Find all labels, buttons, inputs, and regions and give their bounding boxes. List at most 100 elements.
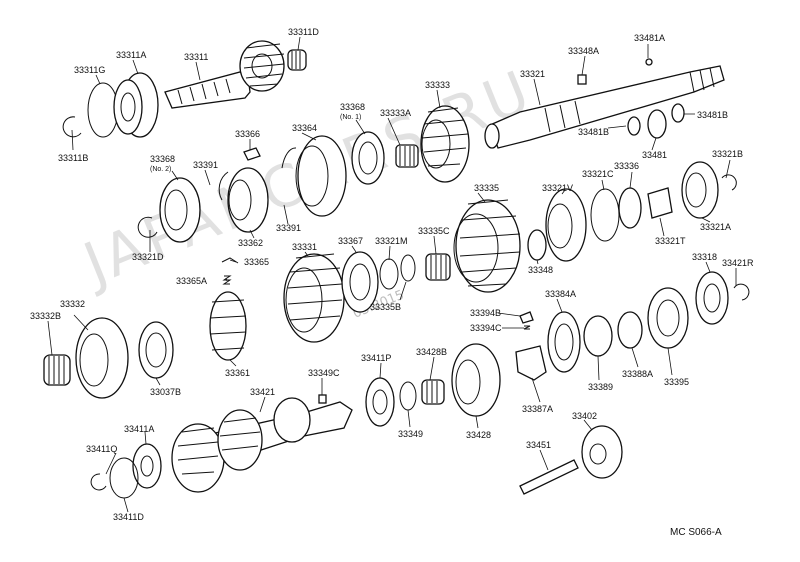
label-33311b: 33311B <box>58 153 88 163</box>
needle-bearing-33311d <box>287 49 307 71</box>
ring-33335b <box>400 254 416 282</box>
label-33388a: 33388A <box>622 369 653 379</box>
label-33321v: 33321V <box>542 183 573 193</box>
input-shaft-assembly <box>62 40 307 138</box>
label-33348a: 33348A <box>568 46 599 56</box>
second-gear-group <box>283 251 451 343</box>
label-33321d: 33321D <box>132 252 164 262</box>
label-33332b: 33332B <box>30 311 61 321</box>
input-shaft-33311 <box>164 71 251 109</box>
label-33336: 33336 <box>614 161 639 171</box>
label-33335: 33335 <box>474 183 499 193</box>
label-33481b-lower: 33481B <box>578 127 609 137</box>
label-33411d: 33411D <box>113 512 144 522</box>
label-33321c: 33321C <box>582 169 614 179</box>
bearing-33321a <box>681 161 719 219</box>
gear-33333 <box>420 105 470 183</box>
leader-lines <box>47 36 737 513</box>
label-33362: 33362 <box>238 238 263 248</box>
ring-33481b-lower <box>627 116 641 136</box>
third-gear-group <box>137 105 470 243</box>
needle-bearing-33428b <box>421 379 445 405</box>
spring-33365 <box>221 257 239 264</box>
bearing-33481 <box>647 109 667 139</box>
key-33366 <box>243 147 261 161</box>
label-33394c: 33394C <box>470 323 502 333</box>
ring-33411d <box>109 457 139 499</box>
ring-33389 <box>583 315 613 357</box>
label-33481b-upper: 33481B <box>697 110 728 120</box>
output-shaft-assembly <box>484 58 725 149</box>
hub-33362 <box>227 167 269 233</box>
label-33331: 33331 <box>292 242 317 252</box>
ring-33348 <box>527 229 547 261</box>
output-shaft-33321 <box>489 65 725 149</box>
sleeve-33364 <box>297 135 347 217</box>
label-33428: 33428 <box>466 430 491 440</box>
counter-gear-group <box>453 161 737 293</box>
label-33311g: 33311G <box>74 65 105 75</box>
synchro-ring-33037b <box>138 321 174 379</box>
label-33321a: 33321A <box>700 222 731 232</box>
label-33321b: 33321B <box>712 149 743 159</box>
label-33368-no2: 33368 <box>150 154 175 164</box>
ball-33349c <box>318 394 327 404</box>
hub-33361 <box>209 291 247 361</box>
label-33481a: 33481A <box>634 33 665 43</box>
label-33365a: 33365A <box>176 276 207 286</box>
label-33421r: 33421R <box>722 258 754 268</box>
label-33311d: 33311D <box>288 27 319 37</box>
ball-33348a <box>577 74 587 85</box>
label-33367: 33367 <box>338 236 363 246</box>
counter-shaft-group <box>90 394 353 499</box>
label-33428b: 33428B <box>416 347 447 357</box>
label-33333: 33333 <box>425 80 450 90</box>
needle-bearing-33333a <box>395 144 419 168</box>
gear-33402 <box>581 425 623 479</box>
bearing-33388a <box>617 311 643 349</box>
snap-ring-33321b <box>721 174 737 191</box>
label-33389: 33389 <box>588 382 613 392</box>
bearing-33411a <box>132 443 162 489</box>
label-33411p: 33411P <box>361 353 391 363</box>
label-33321m: 33321M <box>375 236 408 246</box>
label-33391-left: 33391 <box>193 160 218 170</box>
label-33368-no2-sub: (No. 2) <box>150 166 171 173</box>
spring-33391-left <box>218 171 229 201</box>
synchro-ring-33368-1 <box>351 131 385 185</box>
ring-33411p <box>365 377 395 427</box>
sleeve-33384a <box>547 311 581 373</box>
gear-33318 <box>695 271 729 325</box>
label-33348: 33348 <box>528 265 553 275</box>
ball-33481a <box>645 58 653 66</box>
snap-ring-33321d <box>137 216 158 238</box>
label-33335b: 33335B <box>370 302 401 312</box>
spring-33391-right <box>281 147 297 169</box>
label-33332: 33332 <box>60 299 85 309</box>
shaft-33451 <box>519 459 579 495</box>
reverse-gear-group <box>43 291 247 399</box>
snap-ring-33421r <box>733 283 750 301</box>
gear-33331 <box>283 253 345 343</box>
label-33421: 33421 <box>250 387 275 397</box>
label-33395: 33395 <box>664 377 689 387</box>
label-33333a: 33333A <box>380 108 411 118</box>
label-33311a: 33311A <box>116 50 146 60</box>
label-33366: 33366 <box>235 129 260 139</box>
snap-ring-33411q <box>90 473 107 491</box>
label-33349: 33349 <box>398 429 423 439</box>
bearing-33332b <box>43 354 71 386</box>
shift-fork-33387a <box>515 345 547 381</box>
needle-bearing-33335c <box>425 253 451 281</box>
snap-ring-33321c <box>590 188 620 242</box>
synchro-ring-33367 <box>341 251 379 313</box>
label-33321t: 33321T <box>655 236 686 246</box>
label-33349c: 33349C <box>308 368 340 378</box>
label-33387a: 33387A <box>522 404 553 414</box>
label-33368-no1: 33368 <box>340 102 365 112</box>
gear-33428 <box>451 343 501 417</box>
spring-33394c <box>523 325 531 330</box>
fifth-gear-group <box>519 271 750 373</box>
bearing-33336 <box>618 187 642 229</box>
